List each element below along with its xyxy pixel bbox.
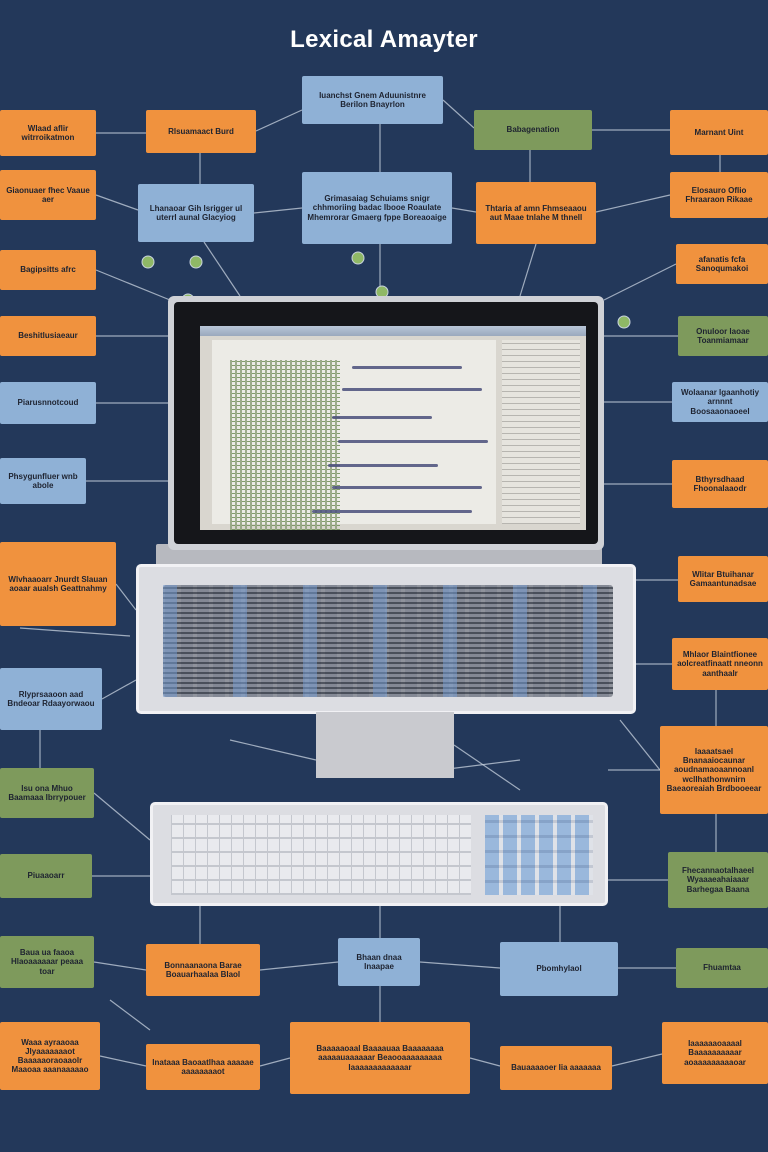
monitor-bezel: [174, 302, 598, 544]
code-line: [332, 486, 482, 489]
connector-line: [19, 627, 131, 637]
code-line: [352, 366, 462, 369]
connector-node: [189, 255, 203, 269]
monitor-screen: [200, 326, 586, 530]
diagram-box: afanatis fcfa Sanoqumakoi: [676, 244, 768, 284]
diagram-box: Baaaaaoaal Baaaauaa Baaaaaaaa aaaaauaaaa…: [290, 1022, 470, 1094]
side-panel: [502, 340, 580, 524]
diagram-box: Wlitar Btuihanar Gamaantunadsae: [678, 556, 768, 602]
connector-line: [611, 1053, 663, 1067]
connector-node: [141, 255, 155, 269]
code-line: [328, 464, 438, 467]
connector-node: [351, 251, 365, 265]
connector-line: [101, 679, 137, 700]
connector-line: [95, 194, 139, 211]
diagram-box: Phsygunfluer wnb abole: [0, 458, 86, 504]
keyboard-lower: [150, 802, 608, 906]
connector-line: [109, 999, 151, 1031]
connector-line: [255, 109, 303, 132]
diagram-box: Iaaaatsael Bnanaaiocaunar aoudnamaoaanno…: [660, 726, 768, 814]
diagram-box: Fhuamtaa: [676, 948, 768, 988]
code-line: [312, 510, 472, 513]
diagram-box: Elosauro Oflio Fhraaraon Rikaae: [670, 172, 768, 218]
diagram-box: Bhaan dnaa Inaapae: [338, 938, 420, 986]
diagram-box: Bauaaaaoer Iia aaaaaaa: [500, 1046, 612, 1090]
connector-line: [619, 719, 661, 771]
code-line: [342, 388, 482, 391]
keyboard-keys: [163, 585, 613, 697]
connector-line: [442, 99, 475, 129]
diagram-box: Thtaria af amn Fhmseaaou aut Maae tnlahe…: [476, 182, 596, 244]
connector-line: [519, 243, 537, 297]
diagram-box: Mhlaor Blaintfionee aolcreatfinaatt nneo…: [672, 638, 768, 690]
diagram-box: Onuloor laoae Toanmiamaar: [678, 316, 768, 356]
diagram-box: Giaonuaer fhec Vaaue aer: [0, 170, 96, 220]
diagram-box: Pbomhylaol: [500, 942, 618, 996]
connector-line: [419, 961, 501, 969]
computer-monitor: [168, 296, 604, 550]
diagram-box: Bonnaanaona Barae Boauarhaalaa Blaol: [146, 944, 260, 996]
connector-line: [93, 792, 151, 841]
diagram-box: Rlsuamaact Burd: [146, 110, 256, 153]
diagram-box: Bthyrsdhaad Fhoonalaaodr: [672, 460, 768, 508]
connector-line: [469, 1057, 501, 1067]
connector-line: [93, 961, 147, 971]
diagram-box: Baua ua faaoa Hlaoaaaaaar peaaa toar: [0, 936, 94, 988]
page-title: Lexical Amayter: [290, 26, 478, 53]
connector-line: [229, 739, 317, 761]
connector-line: [253, 207, 303, 214]
connector-line: [259, 1057, 291, 1067]
connector-line: [595, 194, 671, 213]
connector-line: [95, 269, 171, 301]
diagram-box: Piarusnnotcoud: [0, 382, 96, 424]
connector-node: [617, 315, 631, 329]
diagram-box: Bagipsitts afrc: [0, 250, 96, 290]
code-line: [332, 416, 432, 419]
keyboard-stand: [316, 712, 454, 778]
keyboard-upper: [136, 564, 636, 714]
diagram-box: Rlyprsaaoon aad Bndeoar Rdaayorwaou: [0, 668, 102, 730]
keyboard-numpad: [485, 815, 593, 895]
diagram-box: Marnant Uint: [670, 110, 768, 155]
diagram-box: Fhecannaotalhaeel Wyaaaeahaiaaar Barhega…: [668, 852, 768, 908]
diagram-box: Grimasaiag Schuiams snigr chhmoriing bad…: [302, 172, 452, 244]
connector-line: [115, 583, 137, 611]
diagram-box: Wlvhaaoarr Jnurdt Slauan aoaar aualsh Ge…: [0, 542, 116, 626]
connector-line: [203, 241, 241, 297]
diagram-box: Lhanaoar Gih Isrigger ul uterrl aunal Gl…: [138, 184, 254, 242]
screen-toolbar: [200, 326, 586, 336]
keyboard-keys: [171, 815, 471, 895]
diagram-box: Isu ona Mhuo Baamaaa Ibrrypouer: [0, 768, 94, 818]
diagram-box: Beshitlusiaeaur: [0, 316, 96, 356]
diagram-box: Babagenation: [474, 110, 592, 150]
connector-line: [453, 744, 521, 791]
code-line: [338, 440, 488, 443]
diagram-box: Wlaad aflir witrroikatmon: [0, 110, 96, 156]
connector-line: [603, 263, 677, 301]
diagram-box: Piuaaoarr: [0, 854, 92, 898]
diagram-box: Iuanchst Gnem Aduunistnre Berilon Bnayrl…: [302, 76, 443, 124]
connector-line: [99, 1055, 147, 1067]
connector-line: [259, 961, 339, 971]
code-editor-pane: [212, 340, 496, 530]
diagram-box: Waaa ayraaoaa Jlyaaaaaaaot Baaaaaoraoaao…: [0, 1022, 100, 1090]
code-token-grid: [230, 360, 340, 530]
diagram-box: Inataaa Baoaatlhaa aaaaae aaaaaaaaot: [146, 1044, 260, 1090]
connector-line: [451, 207, 477, 213]
diagram-box: Iaaaaaaoaaaal Baaaaaaaaaar aoaaaaaaaaaoa…: [662, 1022, 768, 1084]
diagram-box: Wolaanar lgaanhotiy arnnnt Boosaaonaoeel: [672, 382, 768, 422]
